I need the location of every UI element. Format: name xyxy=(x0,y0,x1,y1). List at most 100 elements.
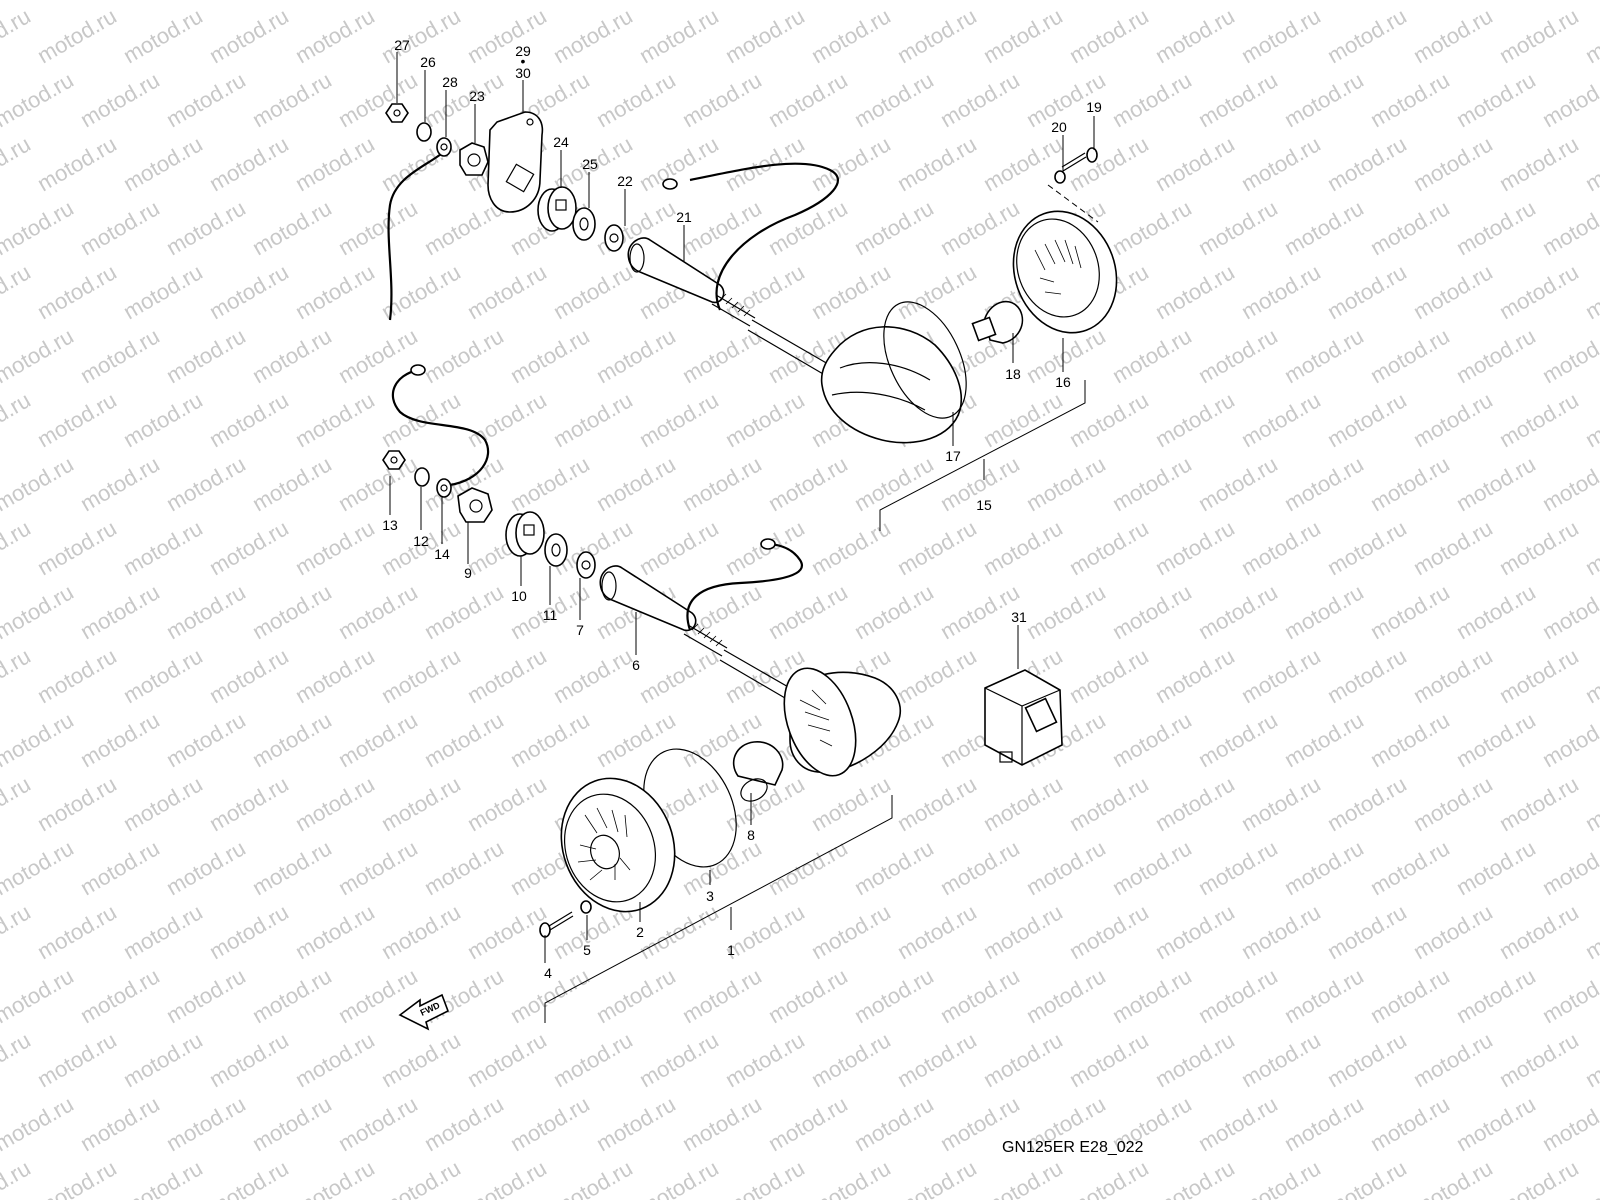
watermark-text: motod.ru xyxy=(119,771,207,836)
watermark-text: motod.ru xyxy=(1194,579,1282,644)
watermark-text: motod.ru xyxy=(635,387,723,452)
watermark-text: motod.ru xyxy=(635,3,723,68)
watermark-text: motod.ru xyxy=(162,195,250,260)
watermark-text: motod.ru xyxy=(205,515,293,580)
watermark-text: motod.ru xyxy=(0,579,78,644)
watermark-text: motod.ru xyxy=(1323,387,1411,452)
watermark-text: motod.ru xyxy=(1323,131,1411,196)
watermark-text: motod.ru xyxy=(162,67,250,132)
watermark-text: motod.ru xyxy=(33,1027,121,1092)
watermark-text: motod.ru xyxy=(1065,1155,1153,1200)
watermark-text: motod.ru xyxy=(678,0,766,4)
relay-31 xyxy=(984,669,1063,766)
watermark-text: motod.ru xyxy=(1366,579,1454,644)
watermark-text: motod.ru xyxy=(678,451,766,516)
watermark-text: motod.ru xyxy=(0,707,78,772)
watermark-text: motod.ru xyxy=(119,643,207,708)
callout-1: 1 xyxy=(727,942,735,958)
watermark-text: motod.ru xyxy=(1495,1155,1583,1200)
watermark-text: motod.ru xyxy=(377,771,465,836)
watermark-text: motod.ru xyxy=(549,1027,637,1092)
watermark-text: motod.ru xyxy=(33,643,121,708)
watermark-text: motod.ru xyxy=(764,195,852,260)
watermark-text: motod.ru xyxy=(1495,1027,1583,1092)
callout-22: 22 xyxy=(617,173,633,189)
watermark-text: motod.ru xyxy=(248,451,336,516)
watermark-text: motod.ru xyxy=(549,387,637,452)
watermark-text: motod.ru xyxy=(1452,195,1540,260)
watermark-text: motod.ru xyxy=(334,323,422,388)
watermark-text: motod.ru xyxy=(764,579,852,644)
watermark-text: motod.ru xyxy=(1366,1091,1454,1156)
callout-20: 20 xyxy=(1051,119,1067,135)
watermark-text: motod.ru xyxy=(1151,259,1239,324)
watermark-text: motod.ru xyxy=(76,195,164,260)
callout-6: 6 xyxy=(632,657,640,673)
watermark-text: motod.ru xyxy=(678,195,766,260)
nut-plate-22 xyxy=(604,224,624,252)
watermark-text: motod.ru xyxy=(850,579,938,644)
watermark-text: motod.ru xyxy=(592,1091,680,1156)
watermark-text: motod.ru xyxy=(1366,707,1454,772)
watermark-text: motod.ru xyxy=(1280,835,1368,900)
watermark-text: motod.ru xyxy=(850,835,938,900)
watermark-text: motod.ru xyxy=(1280,963,1368,1028)
washer-20 xyxy=(1054,170,1066,184)
watermark-text: motod.ru xyxy=(1194,0,1282,4)
watermark-text: motod.ru xyxy=(979,3,1067,68)
watermark-text: motod.ru xyxy=(1409,3,1497,68)
lens-16 xyxy=(1012,210,1118,334)
lower-turn-signal-assembly xyxy=(382,364,901,938)
watermark-text: motod.ru xyxy=(1495,387,1583,452)
watermark-text: motod.ru xyxy=(162,323,250,388)
watermark-text: motod.ru xyxy=(721,387,809,452)
watermark-text: motod.ru xyxy=(1495,131,1583,196)
watermark-text: motod.ru xyxy=(463,387,551,452)
watermark-text: motod.ru xyxy=(893,515,981,580)
watermark-text: motod.ru xyxy=(1280,195,1368,260)
watermark-text: motod.ru xyxy=(162,707,250,772)
watermark-text: motod.ru xyxy=(1538,195,1600,260)
watermark-text: motod.ru xyxy=(1366,835,1454,900)
watermark-text: motod.ru xyxy=(807,1155,895,1200)
watermark-text: motod.ru xyxy=(1538,835,1600,900)
watermark-text: motod.ru xyxy=(936,195,1024,260)
watermark-text: motod.ru xyxy=(592,323,680,388)
watermark-text: motod.ru xyxy=(506,0,594,4)
callout-16: 16 xyxy=(1055,374,1071,390)
watermark-text: motod.ru xyxy=(936,67,1024,132)
watermark-text: motod.ru xyxy=(1452,451,1540,516)
watermark-text: motod.ru xyxy=(291,1027,379,1092)
callout-labels: 1 2 3 4 5 6 7 8 9 10 11 12 13 14 15 16 1… xyxy=(382,37,1102,981)
watermark-text: motod.ru xyxy=(764,835,852,900)
watermark-text: motod.ru xyxy=(1409,1155,1497,1200)
watermark-text: motod.ru xyxy=(678,67,766,132)
watermark-text: motod.ru xyxy=(334,835,422,900)
washer-12 xyxy=(414,467,430,487)
watermark-text: motod.ru xyxy=(248,963,336,1028)
watermark-text: motod.ru xyxy=(1237,3,1325,68)
wire-terminal-lower-ground xyxy=(410,364,426,376)
watermark-text: motod.ru xyxy=(764,0,852,4)
watermark-text: motod.ru xyxy=(119,1155,207,1200)
watermark-text: motod.ru xyxy=(1323,259,1411,324)
watermark-text: motod.ru xyxy=(635,643,723,708)
watermark-text: motod.ru xyxy=(248,1091,336,1156)
watermark-text: motod.ru xyxy=(506,707,594,772)
watermark-text: motod.ru xyxy=(1409,131,1497,196)
watermark-text: motod.ru xyxy=(1538,451,1600,516)
watermark-text: motod.ru xyxy=(1538,707,1600,772)
watermark-text: motod.ru xyxy=(205,899,293,964)
signal-wire-lower xyxy=(686,542,803,631)
watermark-text: motod.ru xyxy=(1323,1027,1411,1092)
watermark-text: motod.ru xyxy=(291,3,379,68)
callout-15: 15 xyxy=(976,497,992,513)
screw-path-upper xyxy=(1047,184,1099,223)
watermark-text: motod.ru xyxy=(678,835,766,900)
watermark-text: motod.ru xyxy=(0,3,35,68)
callout-11: 11 xyxy=(543,607,558,623)
watermark-text: motod.ru xyxy=(936,835,1024,900)
watermark-text: motod.ru xyxy=(1581,1027,1600,1092)
watermark-text: motod.ru xyxy=(248,0,336,4)
watermark-text: motod.ru xyxy=(248,579,336,644)
